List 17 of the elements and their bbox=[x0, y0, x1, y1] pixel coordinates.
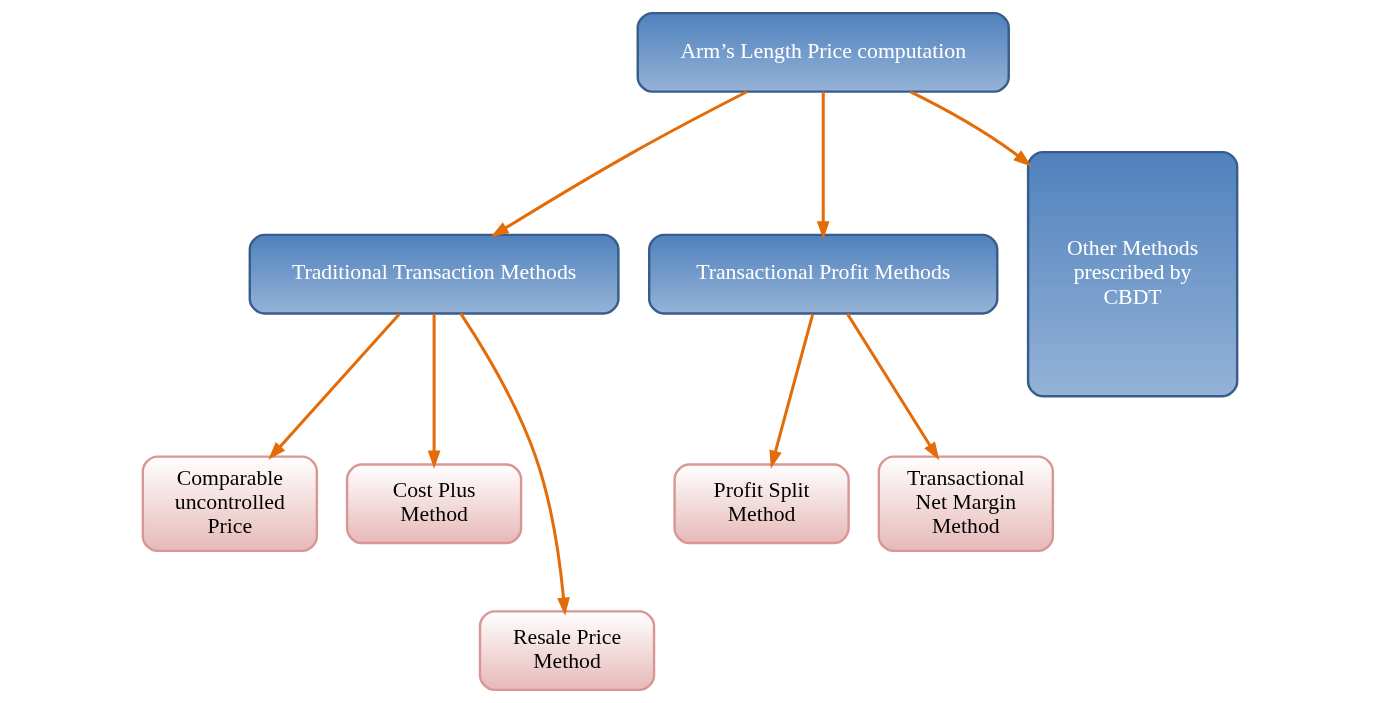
node-box: Transactional Net Margin Method bbox=[877, 455, 1055, 553]
arrow bbox=[846, 313, 940, 461]
node-box: Resale Price Method bbox=[478, 610, 656, 692]
node-box: Transactional Profit Methods bbox=[648, 233, 999, 315]
arrow bbox=[909, 90, 1032, 167]
arrow bbox=[459, 312, 570, 616]
arrow bbox=[490, 90, 748, 238]
arrow bbox=[769, 313, 815, 469]
arrow bbox=[816, 91, 830, 240]
node-box: Arm’s Length Price computation bbox=[636, 11, 1010, 93]
arrow bbox=[268, 312, 401, 460]
node-box: Comparable uncontrolled Price bbox=[141, 455, 319, 553]
node-box: Cost Plus Method bbox=[345, 463, 523, 545]
node-box: Traditional Transaction Methods bbox=[248, 233, 620, 315]
arrow bbox=[427, 313, 441, 469]
node-box: Profit Split Method bbox=[673, 463, 850, 545]
node-box: Other Methods prescribed by CBDT bbox=[1026, 150, 1239, 398]
